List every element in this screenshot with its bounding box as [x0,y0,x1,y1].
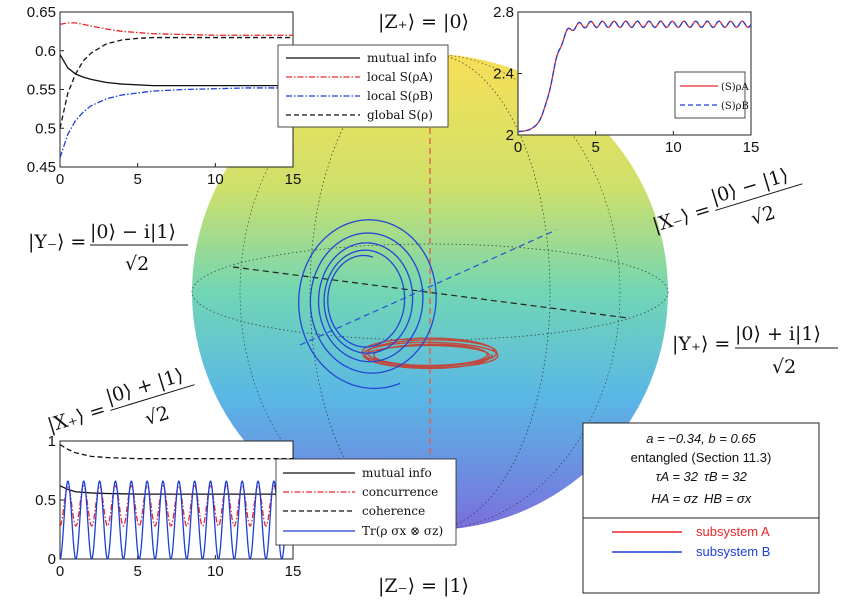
panel-correlations: 0 5 10 15 0 0.5 1 mutual info concurrence cohe… [35,433,457,580]
y-tick-label: 0.6 [35,43,56,60]
panel-correlations-legend: mutual info concurrence coherence Tr(ρ σ… [275,458,457,546]
y-tick-label: 0.65 [27,4,56,21]
y-tick-label: 2.8 [493,4,514,21]
x-tick-label: 0 [56,171,64,188]
x-tick-label: 15 [285,563,302,580]
label-z-minus: |Z₋⟩ = |1⟩ [378,575,469,597]
legend-label-a: (S)ρA [721,82,750,93]
series-line-2 [60,87,293,158]
panel-correlations-series [60,443,293,559]
trajectory-b-path [298,219,437,390]
parameter-a-b: a = −0.34, b = 0.65 [646,431,756,446]
series-line-3 [60,480,293,559]
legend-label-mutual-info: mutual info [362,466,432,480]
series-line-1 [60,22,293,36]
legend-label-local-b: local S(ρB) [367,89,433,103]
y-axis [232,266,629,319]
y-minus-numerator: |0⟩ − i|1⟩ [90,221,176,243]
trajectory-subsystem-b [298,219,437,390]
label-y-minus: |Y₋⟩ = |0⟩ − i|1⟩ √2 [28,221,188,275]
bloch-sphere [191,53,669,531]
y-tick-label: 1 [48,433,56,450]
y-tick-label: 0.55 [27,82,56,99]
trajectory-a-path [361,337,499,370]
trajectory-subsystem-a [361,337,499,370]
x-minus-numerator: |0⟩ − |1⟩ [708,164,791,208]
panel-entropy-ticks: 0 5 10 15 0.45 0.5 0.55 0.6 0.65 [27,4,302,188]
y-tick-label: 0.5 [35,120,56,137]
label-z-plus: |Z₊⟩ = |0⟩ [378,11,469,33]
panel-subsystem-entropy: 0 5 10 15 2 2.4 2.8 (S)ρA (S)ρB [493,4,759,156]
legend-label-mutual-info: mutual info [367,51,437,65]
x-minus-lhs: |X₋⟩ = [650,198,713,236]
legend-label-b: (S)ρB [721,101,749,112]
series-line-0 [60,485,293,495]
panel-entropy-legend: mutual info local S(ρA) local S(ρB) glob… [277,44,449,128]
legend-label-subsystem-a: subsystem A [696,524,770,539]
x-plus-denominator: √2 [142,402,172,430]
label-x-minus: |X₋⟩ = |0⟩ − |1⟩ √2 [650,164,803,237]
parameter-h-a: HA = σz [651,491,698,506]
label-y-plus: |Y₊⟩ = |0⟩ + i|1⟩ √2 [672,323,838,378]
x-axis [299,229,557,346]
panel-entropy: 0 5 10 15 0.45 0.5 0.55 0.6 0.65 mutual info loc… [27,4,449,188]
panel-subsystem-entropy-legend: (S)ρA (S)ρB [674,71,750,119]
parameters-box-frame [582,422,820,594]
x-plus-fraction-bar [110,384,195,411]
series-line-3 [60,36,293,129]
legend-label-trace: Tr(ρ σx ⊗ σz) [362,524,443,538]
panel-correlations-ticks: 0 5 10 15 0 0.5 1 [35,433,301,580]
equator-ring [191,243,669,341]
parameter-tau-b: τB = 32 [704,469,748,484]
y-minus-lhs: |Y₋⟩ = [28,231,86,253]
parameter-tau-a: τA = 32 [656,469,699,484]
parameter-state: entangled (Section 11.3) [631,450,772,465]
x-tick-label: 0 [514,139,522,156]
legend-label-global: global S(ρ) [367,108,433,122]
legend-label-subsystem-b: subsystem B [696,544,770,559]
parameters-box: a = −0.34, b = 0.65 entangled (Section 1… [582,422,820,594]
y-tick-label: 0.5 [35,492,56,509]
legend-box [277,44,449,128]
x-tick-label: 5 [591,139,599,156]
y-tick-label: 0.45 [27,159,56,176]
y-minus-denominator: √2 [125,253,149,275]
legend-label-coherence: coherence [362,504,425,518]
x-minus-fraction-bar [715,183,803,211]
x-tick-label: 15 [285,171,302,188]
y-tick-label: 0 [48,551,56,568]
y-plus-lhs: |Y₊⟩ = [672,333,730,355]
panel-subsystem-entropy-series [518,20,751,133]
y-tick-label: 2 [506,127,514,144]
x-minus-denominator: √2 [748,202,778,230]
x-plus-lhs: |X₊⟩ = [45,398,108,436]
legend-box [674,71,746,119]
legend-label-concurrence: concurrence [362,485,438,499]
panel-subsystem-entropy-ticks: 0 5 10 15 2 2.4 2.8 [493,4,759,156]
x-tick-label: 5 [133,171,141,188]
legend-label-local-a: local S(ρA) [367,70,433,84]
x-tick-label: 10 [665,139,682,156]
x-tick-label: 15 [743,139,760,156]
x-tick-label: 10 [207,171,224,188]
y-plus-numerator: |0⟩ + i|1⟩ [735,323,821,345]
x-tick-label: 5 [133,563,141,580]
x-tick-label: 10 [207,563,224,580]
series-line-0 [60,54,293,87]
y-plus-denominator: √2 [772,356,796,378]
series-line-1 [518,20,751,133]
y-tick-label: 2.4 [493,66,514,83]
x-plus-numerator: |0⟩ + |1⟩ [103,364,186,408]
series-line-2 [60,443,293,460]
x-tick-label: 0 [56,563,64,580]
panel-entropy-series [60,22,293,158]
parameter-h-b: HB = σx [704,491,752,506]
